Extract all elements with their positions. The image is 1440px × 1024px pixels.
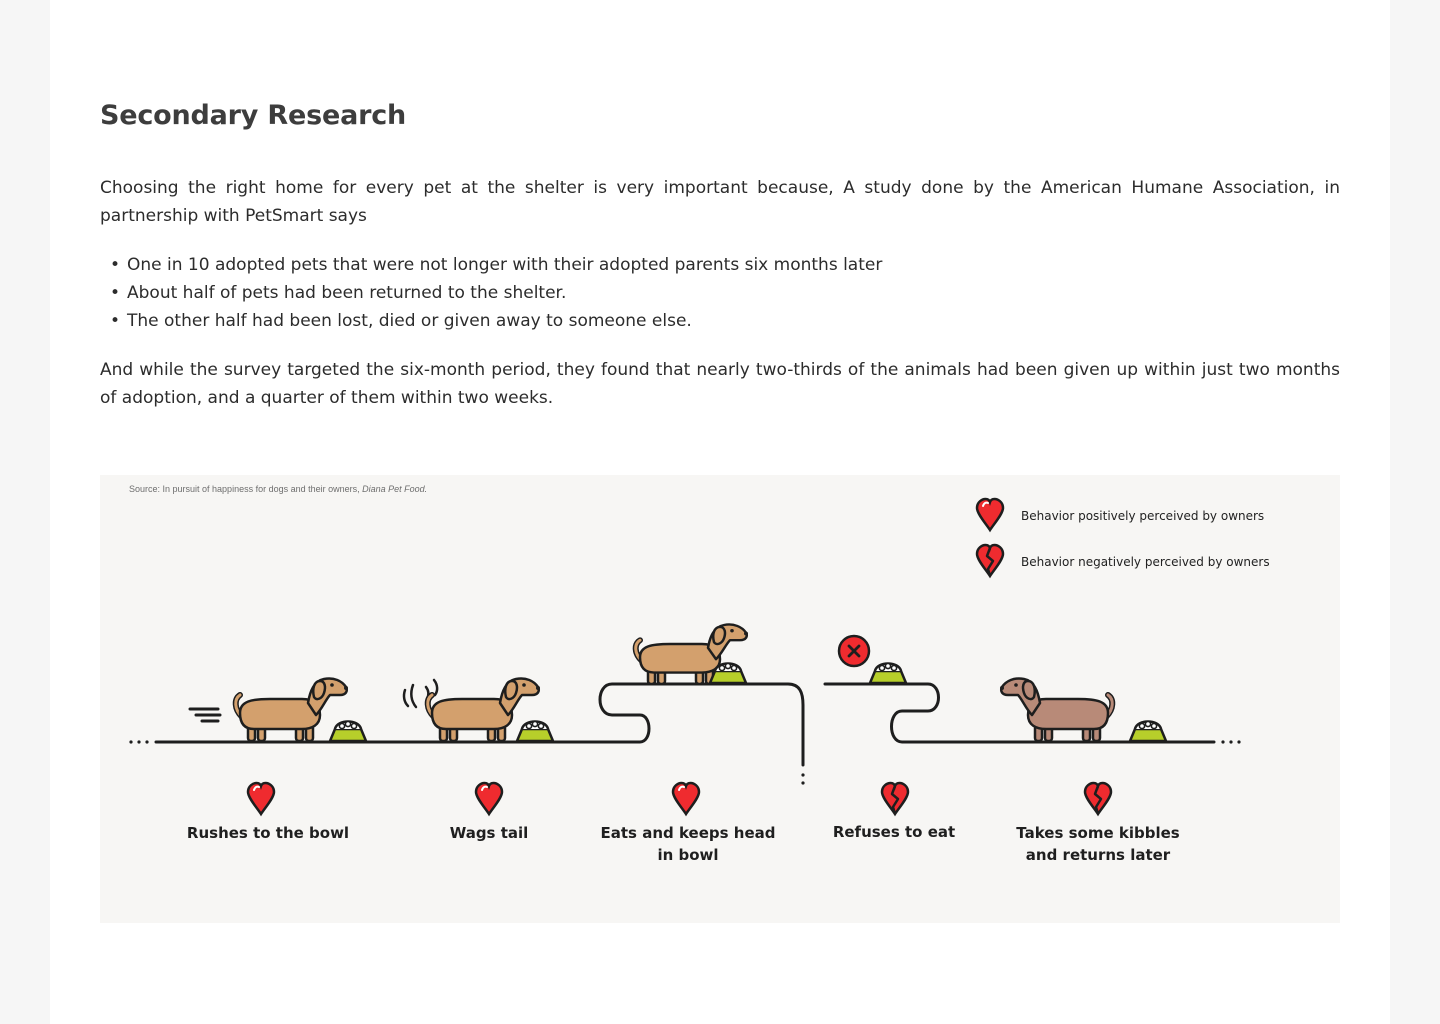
legend-broken-heart-icon [975,543,1005,578]
step-heart-icon [246,781,276,816]
dog-running-icon [236,678,348,741]
bullet-icon: • [110,255,121,275]
intro-paragraph: Choosing the right home for every pet at… [100,178,1340,226]
step-broken-heart-icon [1083,781,1113,816]
food-bowl-icon [328,720,368,743]
legend-heart-icon [975,497,1005,532]
speed-lines-icon [188,707,222,723]
outro-paragraph: And while the survey targeted the six-mo… [100,360,1340,408]
wag-lines-icon [402,678,439,709]
food-bowl-icon [515,720,555,743]
food-bowl-icon [868,662,908,685]
dog-returning-icon [1000,678,1112,741]
step-heart-icon [474,781,504,816]
list-item: •About half of pets had been returned to… [100,279,882,307]
step-label-returns: Takes some kibbles and returns later [1016,824,1180,864]
step-label-wags: Wags tail [449,824,529,842]
bullet-icon: • [110,283,121,303]
page-card: Secondary Research Choosing the right ho… [50,0,1390,1024]
step-broken-heart-icon [880,781,910,816]
step-label-refuses: Refuses to eat [832,823,956,841]
legend-negative-label: Behavior negatively perceived by owners [1021,555,1270,569]
bullet-icon: • [110,311,121,331]
food-bowl-icon [1128,720,1168,743]
list-item: •The other half had been lost, died or g… [100,307,882,335]
refuse-x-icon [837,634,871,668]
step-label-rushes: Rushes to the bowl [186,824,350,842]
section-title: Secondary Research [100,100,407,131]
source-caption: Source: In pursuit of happiness for dogs… [129,484,428,494]
dog-behavior-infographic: Source: In pursuit of happiness for dogs… [100,475,1340,923]
legend-positive-label: Behavior positively perceived by owners [1021,509,1265,523]
step-heart-icon [671,781,701,816]
infographic-illustration [129,497,1241,816]
findings-list: •One in 10 adopted pets that were not lo… [100,251,882,335]
list-item: •One in 10 adopted pets that were not lo… [100,251,882,279]
step-label-eats: Eats and keeps head in bowl [600,824,776,864]
track-line [129,682,1241,785]
